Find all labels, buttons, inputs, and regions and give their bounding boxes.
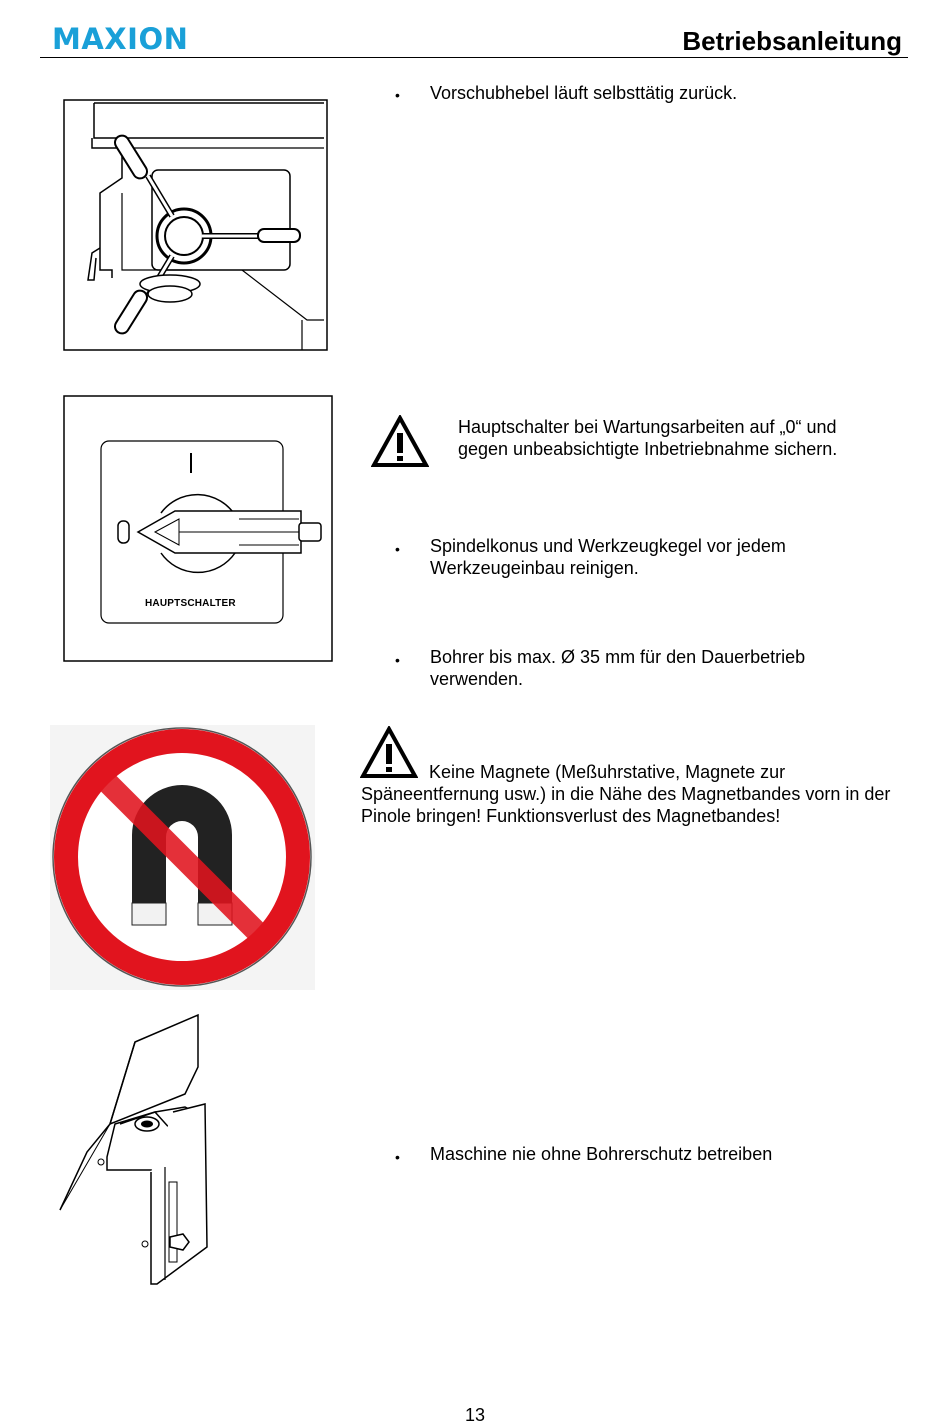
drill-max-text: Bohrer bis max. Ø 35 mm für den Dauerbet… xyxy=(430,647,806,689)
drill-guard-text: Maschine nie ohne Bohrerschutz betreiben xyxy=(430,1144,773,1164)
bullet-icon: • xyxy=(395,1149,400,1165)
bullet-icon: • xyxy=(395,541,400,557)
main-switch-figure: HAUPTSCHALTER xyxy=(63,395,333,662)
drill-guard-figure xyxy=(59,1013,208,1285)
bullet-icon: • xyxy=(395,87,400,103)
maxion-logo: MAXION xyxy=(52,22,189,56)
feed-lever-text: Vorschubhebel läuft selbsttätig zurück. xyxy=(430,83,738,103)
feed-lever-figure xyxy=(63,99,328,351)
document-title: Betriebsanleitung xyxy=(682,26,902,56)
no-magnets-sign xyxy=(50,725,315,990)
main-switch-label: HAUPTSCHALTER xyxy=(145,598,236,609)
magnet-warning-text: Keine Magnete (Meßuhrstative, Magnete zu… xyxy=(361,762,891,826)
warning-triangle-icon xyxy=(360,726,418,778)
warning-triangle-icon xyxy=(371,415,429,467)
bullet-icon: • xyxy=(395,652,400,668)
main-switch-warning-text: Hauptschalter bei Wartungsarbeiten auf „… xyxy=(458,417,838,459)
spindle-cone-text: Spindelkonus und Werkzeugkegel vor jedem… xyxy=(430,536,786,578)
page-number: 13 xyxy=(464,1405,486,1425)
header-rule xyxy=(40,57,908,58)
